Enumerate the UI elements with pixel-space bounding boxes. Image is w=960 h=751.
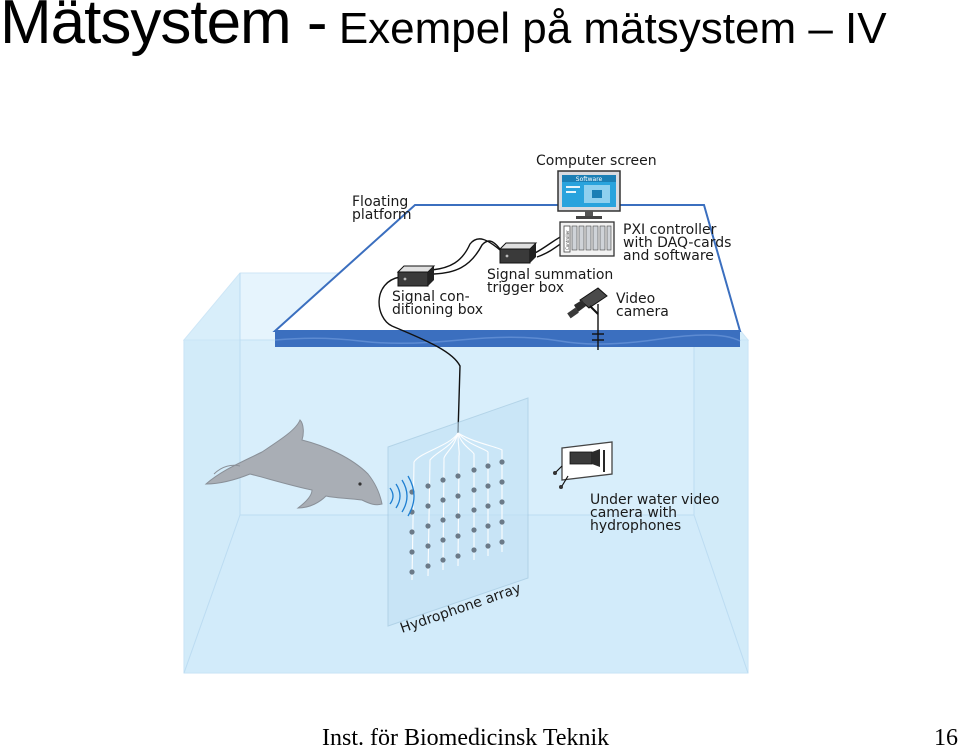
label-pxi-controller-line1: PXI controller bbox=[623, 222, 717, 238]
underwater-video-camera bbox=[553, 441, 613, 489]
label-signal-conditioning-line2: ditioning box bbox=[392, 302, 483, 318]
computer-screen: Software bbox=[557, 170, 621, 219]
label-underwater-camera-line1: Under water video bbox=[590, 492, 719, 508]
label-signal-summation-line2: trigger box bbox=[487, 280, 564, 296]
label-underwater-camera-line2: camera with bbox=[590, 505, 677, 521]
sound-waves bbox=[389, 475, 415, 517]
label-video-camera-line1: Video bbox=[616, 291, 655, 307]
label-floating-platform-line2: platform bbox=[352, 207, 412, 223]
signal-summation-box bbox=[498, 242, 538, 264]
pxi-controller-rack: Controller bbox=[559, 221, 615, 257]
page-number: 16 bbox=[934, 725, 958, 751]
hydrophone-wires bbox=[411, 432, 503, 581]
label-computer-screen: Computer screen bbox=[536, 153, 657, 169]
label-floating-platform-line1: Floating bbox=[352, 194, 408, 210]
dolphin bbox=[204, 419, 383, 509]
floating-platform bbox=[272, 204, 742, 347]
hydrophone-array bbox=[387, 397, 529, 627]
label-video-camera-line2: camera bbox=[616, 304, 669, 320]
footer-institution: Inst. för Biomedicinsk Teknik bbox=[322, 725, 610, 751]
label-pxi-controller-line3: and software bbox=[623, 248, 714, 264]
video-camera bbox=[567, 287, 608, 319]
title-main: Mätsystem - bbox=[0, 0, 328, 57]
software-label: Software bbox=[576, 176, 603, 183]
controller-label: Controller bbox=[565, 230, 570, 250]
label-underwater-camera-line3: hydrophones bbox=[590, 518, 681, 534]
label-signal-summation-line1: Signal summation bbox=[487, 267, 613, 283]
signal-conditioning-box bbox=[396, 265, 436, 287]
page-title: Mätsystem - Exempel på mätsystem – IV bbox=[0, 0, 887, 54]
label-signal-conditioning-line1: Signal con- bbox=[392, 289, 470, 305]
hydrophone-nodes bbox=[409, 459, 505, 575]
title-subtitle: Exempel på mätsystem – IV bbox=[326, 4, 887, 53]
label-pxi-controller-line2: with DAQ-cards bbox=[623, 235, 731, 251]
